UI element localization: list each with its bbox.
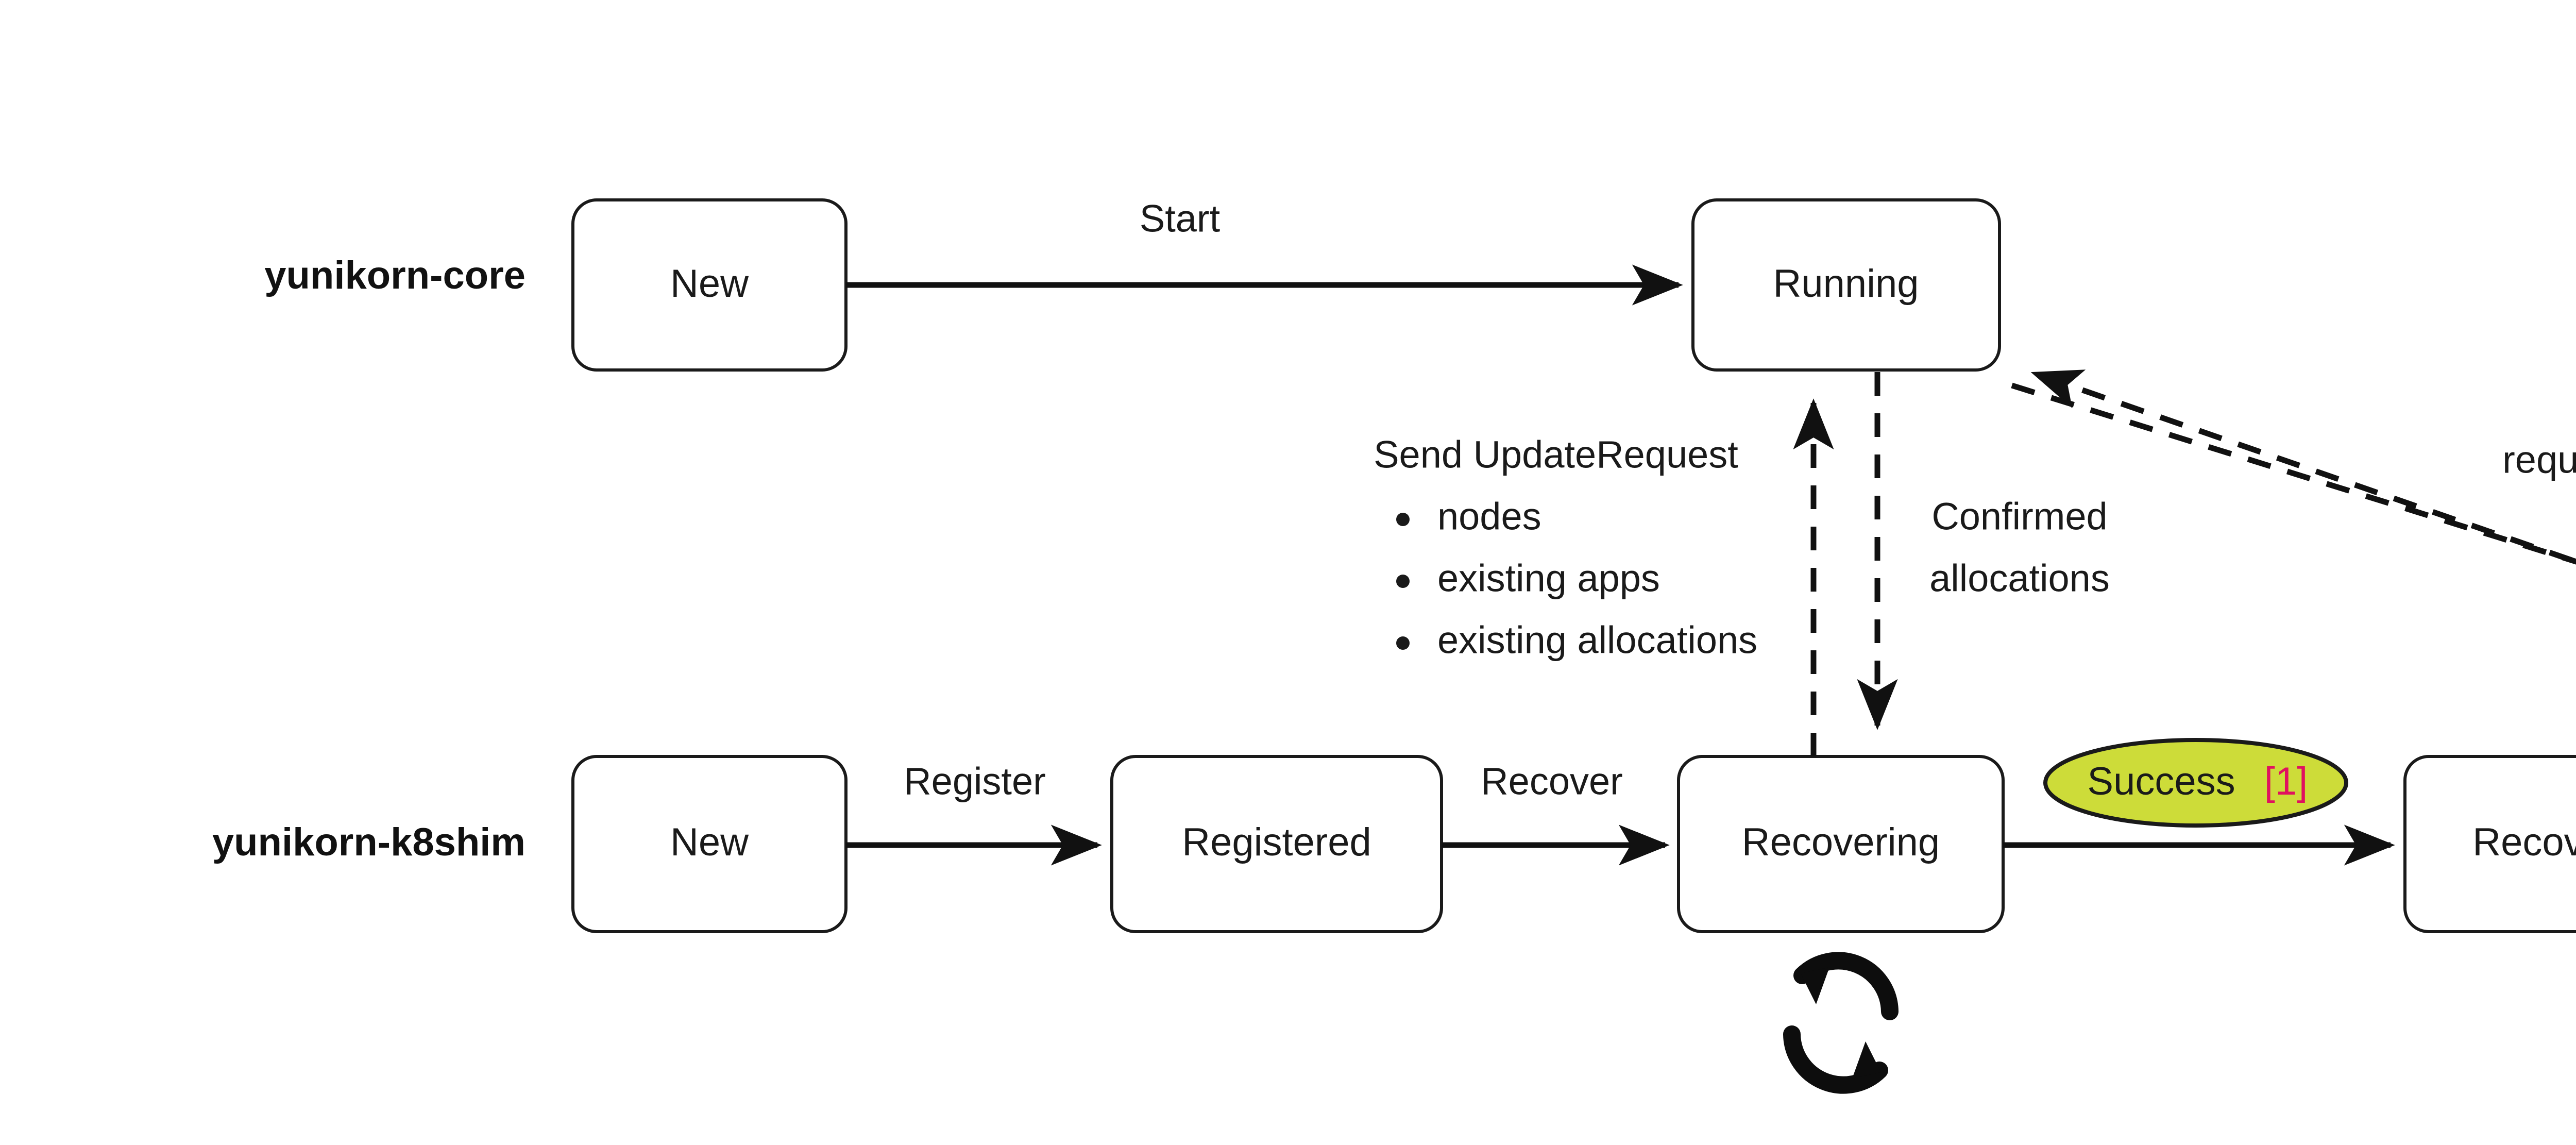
lane-label-core: yunikorn-core <box>264 254 526 297</box>
edge-label-start: Start <box>1140 197 1221 240</box>
note-confirmed-allocations-line1: Confirmed <box>1931 495 2107 538</box>
bullet-dot-existing-allocations <box>1396 636 1410 650</box>
bullet-dot-existing-apps <box>1396 575 1410 588</box>
state-label-shim-new: New <box>670 820 749 864</box>
note-item-existing-apps: existing apps <box>1437 557 1660 600</box>
note-send-update-request-heading: Send UpdateRequest <box>1374 433 1738 476</box>
state-label-shim-recovered: Recovered <box>2472 820 2576 864</box>
note-confirmed-allocations-line2: allocations <box>1929 557 2110 600</box>
state-box-core-running[interactable] <box>1691 198 2001 372</box>
state-label-core-running: Running <box>1773 262 1919 306</box>
note-item-existing-allocations: existing allocations <box>1437 619 1757 662</box>
note-item-nodes: nodes <box>1437 495 1541 538</box>
edge-label-recover: Recover <box>1481 760 1623 803</box>
success-badge-reference: [1] <box>2264 760 2308 803</box>
edge-label-register: Register <box>904 760 1046 803</box>
success-badge-label: Success <box>2087 760 2235 803</box>
edge-allocation-responses-up <box>2030 369 2576 565</box>
refresh-loop-icon <box>1783 952 1899 1094</box>
state-label-shim-recovering: Recovering <box>1742 820 1940 864</box>
state-box-shim-recovered[interactable] <box>2403 755 2576 933</box>
bullet-dot-nodes <box>1396 513 1410 526</box>
state-label-shim-registered: Registered <box>1182 820 1371 864</box>
lane-label-k8shim: yunikorn-k8shim <box>212 820 526 864</box>
success-badge-ellipse[interactable] <box>2043 738 2348 828</box>
state-label-core-new: New <box>670 262 749 306</box>
note-allocation-traffic-line2: requests & responses <box>2502 439 2576 481</box>
